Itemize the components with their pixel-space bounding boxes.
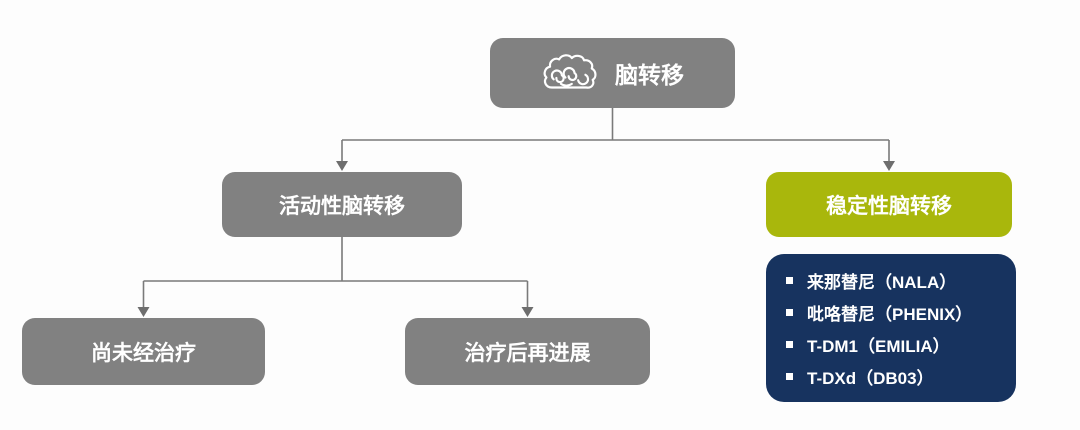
stable-trials-list: 来那替尼（NALA） 吡咯替尼（PHENIX） T-DM1（EMILIA） T-… [786,264,1004,392]
stable-trials-panel: 来那替尼（NALA） 吡咯替尼（PHENIX） T-DM1（EMILIA） T-… [766,254,1016,402]
list-item-phenix: 吡咯替尼（PHENIX） [786,296,1004,328]
arrowhead-active [336,161,348,171]
list-item-db03: T-DXd（DB03） [786,360,1004,392]
node-progressed-label: 治疗后再进展 [464,341,591,365]
node-active-brain-metastasis: 活动性脑转移 [222,172,462,237]
list-item-nala: 来那替尼（NALA） [786,264,1004,296]
node-untreated: 尚未经治疗 [22,318,265,385]
node-active-label: 活动性脑转移 [279,194,405,218]
trial-label: T-DXd（DB03） [807,368,934,388]
node-stable-brain-metastasis: 稳定性脑转移 [766,172,1012,237]
arrowhead-untreated [137,307,150,317]
node-untreated-label: 尚未经治疗 [91,341,196,365]
bullet-icon [786,372,793,380]
bullet-icon [786,308,793,316]
trial-label: 来那替尼（NALA） [807,272,957,292]
arrowhead-stable [883,161,895,171]
list-item-emilia: T-DM1（EMILIA） [786,328,1004,360]
node-brain-metastasis: 脑转移 [490,38,735,108]
node-brain-metastasis-label: 脑转移 [615,62,684,88]
node-stable-label: 稳定性脑转移 [826,194,952,218]
trial-label: T-DM1（EMILIA） [807,336,950,356]
bullet-icon [786,340,793,348]
brain-icon [541,51,599,95]
arrowhead-progressed [521,307,534,317]
node-progressed-after-treatment: 治疗后再进展 [405,318,650,385]
bullet-icon [786,276,793,284]
trial-label: 吡咯替尼（PHENIX） [807,304,973,324]
